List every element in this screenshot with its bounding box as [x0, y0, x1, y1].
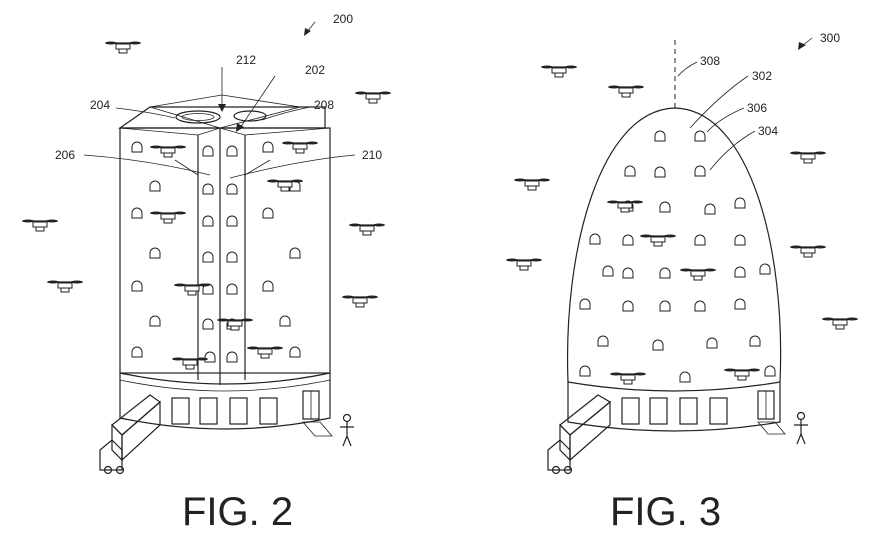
- figure-2: 200 212 202 204 208 206 210 FIG. 2: [21, 12, 392, 534]
- fig3-caption: FIG. 3: [610, 490, 721, 534]
- figure-3: 300 308 302 306 304 FIG. 3: [505, 31, 859, 534]
- fig2-base: [119, 372, 333, 437]
- fig2-building: [119, 127, 331, 385]
- fig3-leaders: [677, 37, 813, 171]
- fig2-roof: [118, 94, 326, 129]
- fig3-dome: [566, 40, 782, 383]
- fig3-drones: [505, 64, 859, 385]
- fig3-bays: [579, 130, 776, 383]
- fig2-ref-210: 210: [362, 148, 382, 162]
- fig2-ref-212: 212: [236, 53, 256, 67]
- fig2-bays: [131, 141, 301, 363]
- fig3-ref-304: 304: [758, 124, 778, 138]
- fig3-person: [794, 411, 808, 445]
- fig2-ref-204: 204: [90, 98, 110, 112]
- fig3-truck: [547, 394, 612, 475]
- fig2-caption: FIG. 2: [182, 490, 293, 534]
- fig2-ref-208: 208: [314, 98, 334, 112]
- fig2-leaders: [83, 21, 356, 179]
- fig2-ref-202: 202: [305, 63, 325, 77]
- fig2-ref-200: 200: [333, 12, 353, 26]
- fig2-truck: [99, 394, 161, 475]
- fig3-ref-302: 302: [752, 69, 772, 83]
- fig3-ref-308: 308: [700, 54, 720, 68]
- fig2-ref-206: 206: [55, 148, 75, 162]
- fig3-ref-306: 306: [747, 101, 767, 115]
- fig3-ref-300: 300: [820, 31, 840, 45]
- fig3-base: [567, 381, 786, 435]
- fig2-person: [340, 413, 354, 447]
